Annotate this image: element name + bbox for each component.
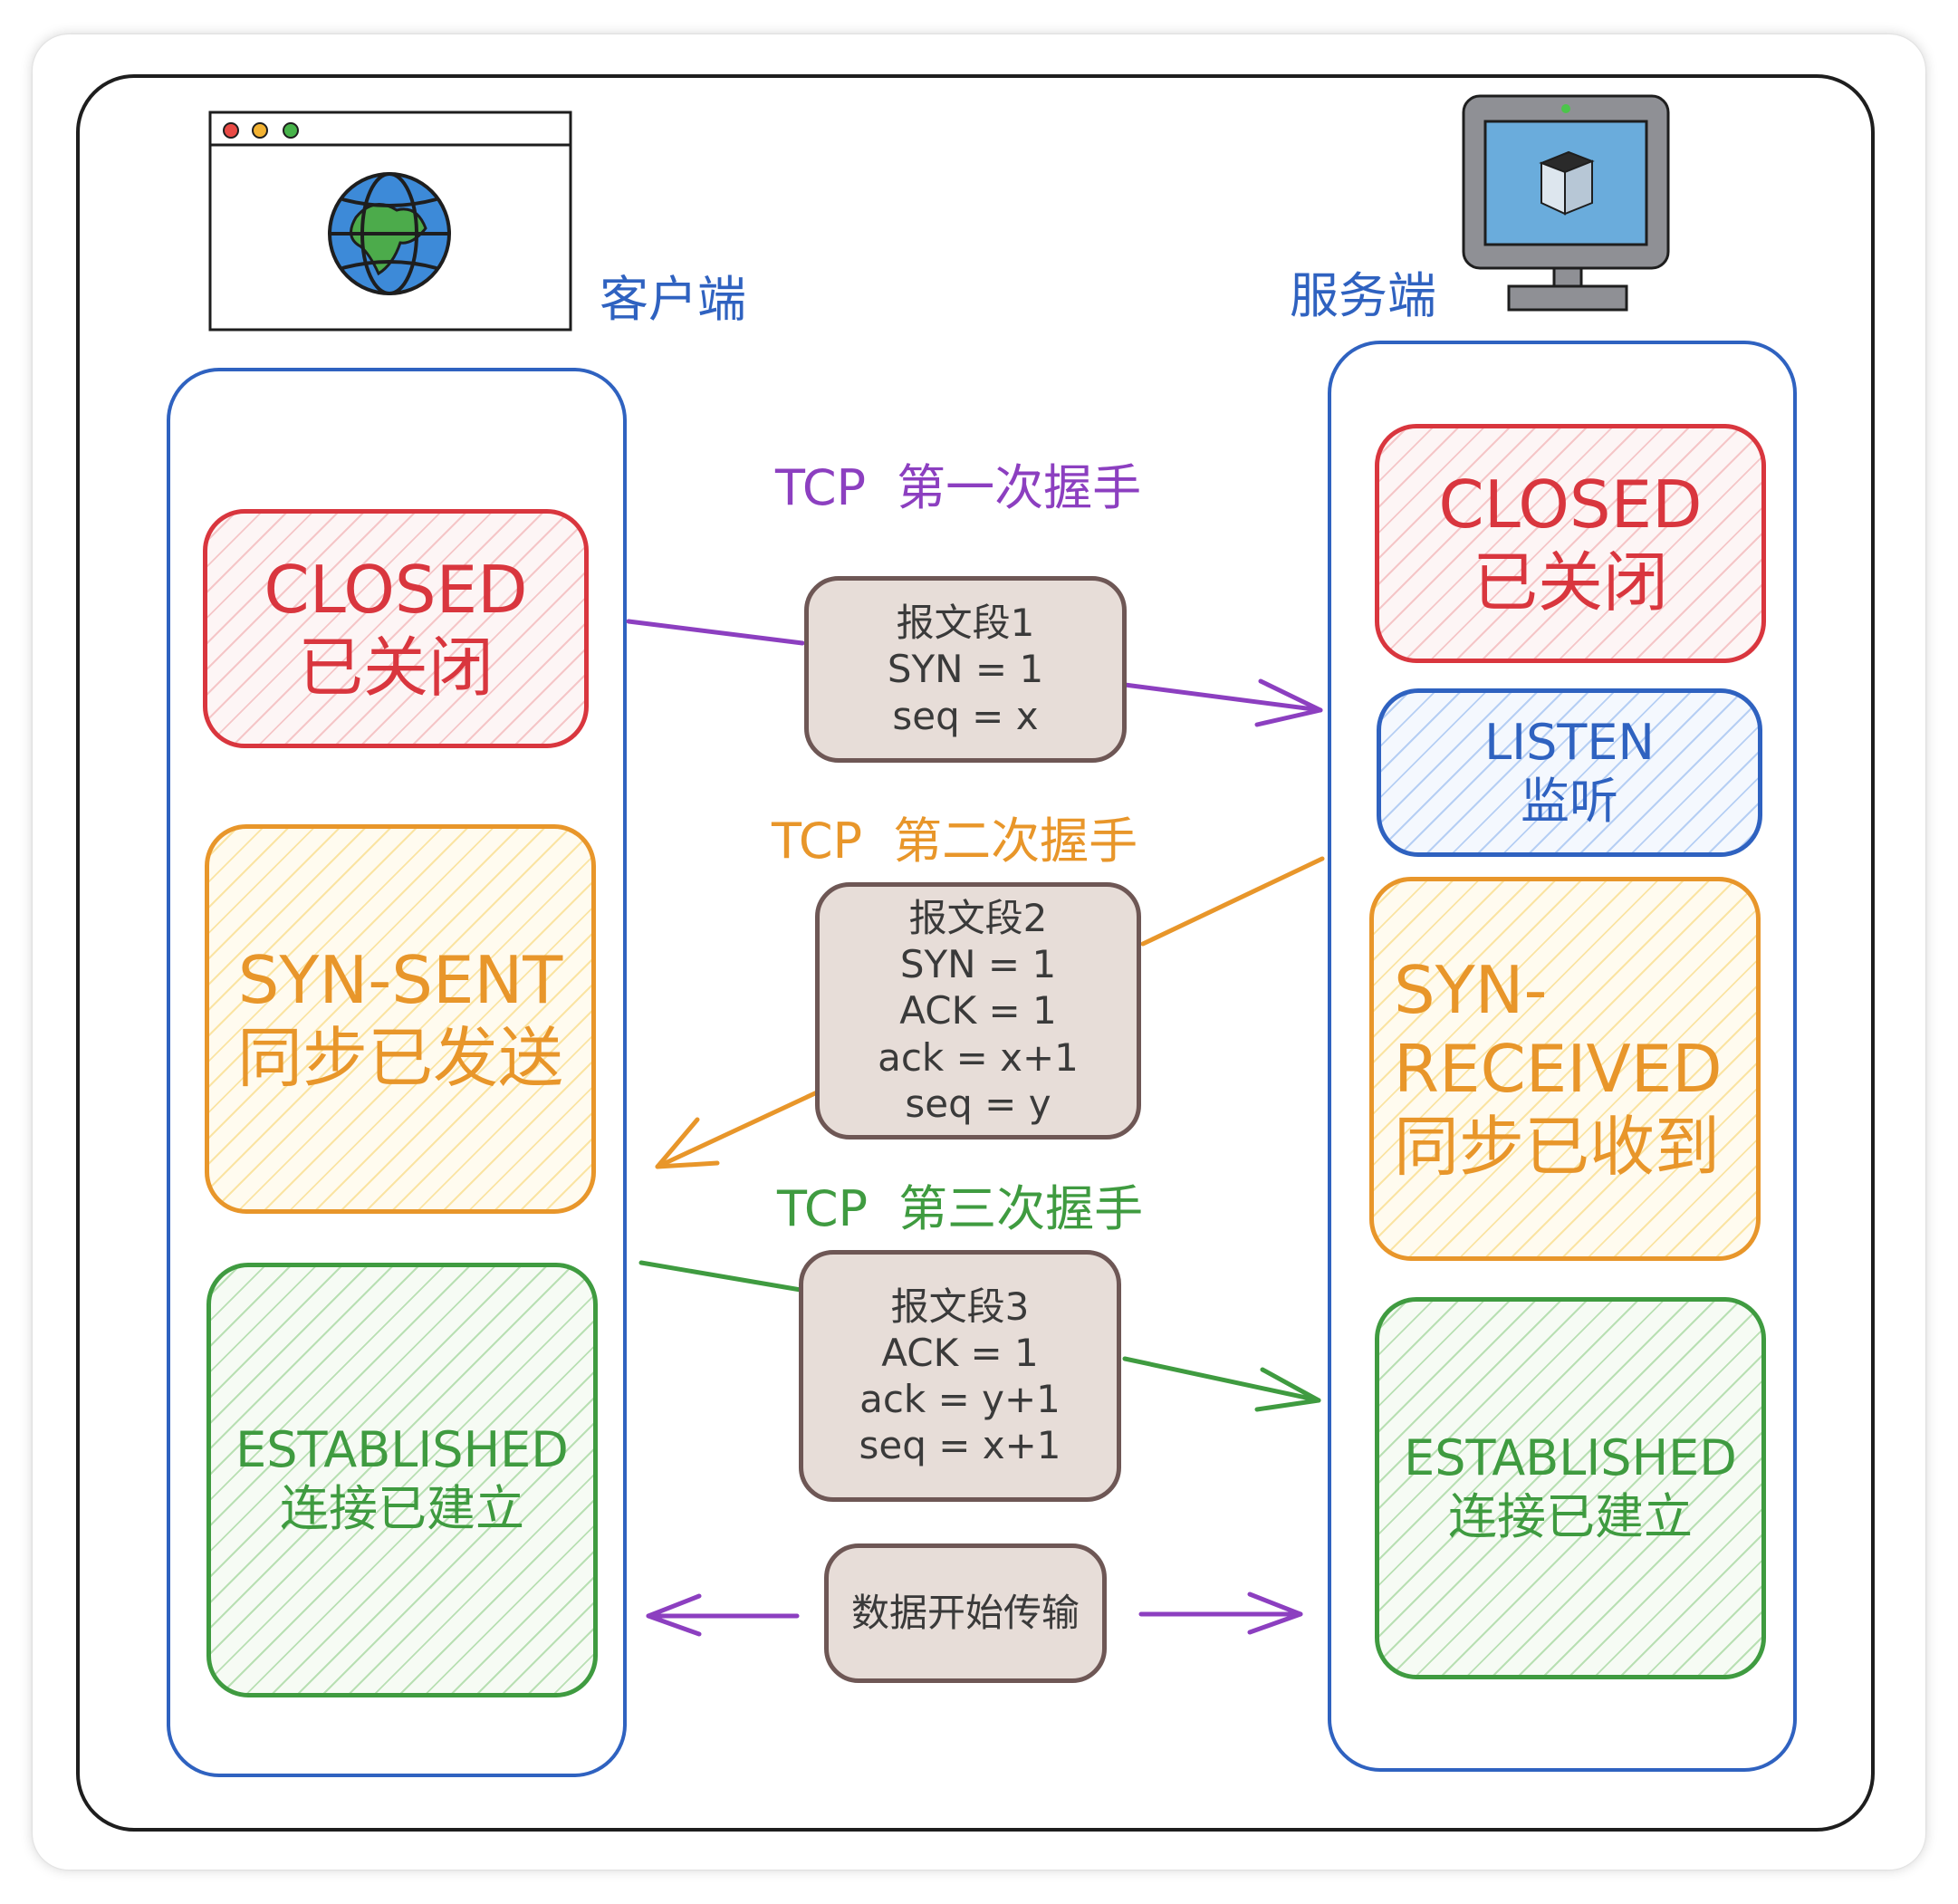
server-state-established: ESTABLISHED 连接已建立: [1375, 1297, 1766, 1679]
handshake-1-line-left: [626, 619, 805, 646]
segment-line: SYN = 1: [887, 647, 1044, 692]
handshake-1-line-right: [1122, 682, 1323, 713]
handshake-3-title: TCP 第三次握手: [777, 1168, 1143, 1240]
segment-3-box: 报文段3 ACK = 1 ack = y+1 seq = x+1: [799, 1250, 1121, 1502]
monitor-server-icon: [1462, 94, 1670, 312]
state-cn: 监听: [1521, 773, 1618, 830]
tcp-label: TCP: [772, 813, 863, 870]
client-state-syn-sent: SYN-SENT 同步已发送: [205, 824, 596, 1214]
server-state-closed: CLOSED 已关闭: [1375, 424, 1766, 663]
state-cn: 连接已建立: [1448, 1488, 1693, 1545]
state-cn: 连接已建立: [280, 1480, 524, 1537]
server-state-syn-received: SYN- RECEIVED 同步已收到: [1369, 877, 1761, 1261]
handshake-2-line-left: [655, 1090, 820, 1169]
handshake-3-line-right: [1122, 1356, 1321, 1403]
segment-line: SYN = 1: [899, 942, 1057, 987]
state-name: CLOSED: [1438, 466, 1703, 543]
handshake-2-title: TCP 第二次握手: [772, 801, 1137, 872]
server-label: 服务端: [1290, 267, 1436, 324]
state-cn: 同步已发送: [236, 1020, 563, 1096]
segment-1-box: 报文段1 SYN = 1 seq = x: [804, 576, 1127, 763]
diagram-frame: [76, 74, 1875, 1832]
segment-line: seq = x+1: [859, 1423, 1061, 1468]
handshake-2-arrowhead: [655, 1117, 720, 1169]
tcp-label: TCP: [775, 459, 867, 516]
segment-line: ACK = 1: [899, 988, 1057, 1034]
data-transfer-label: 数据开始传输: [850, 1591, 1080, 1636]
handshake-3-line-left: [638, 1260, 803, 1293]
state-cn: 同步已收到: [1394, 1109, 1721, 1186]
segment-line: 报文段2: [908, 895, 1048, 940]
segment-line: 报文段1: [896, 601, 1035, 646]
data-transfer-arrowhead-right: [1247, 1591, 1303, 1635]
segment-line: ACK = 1: [881, 1330, 1039, 1375]
state-name: ESTABLISHED: [235, 1421, 569, 1479]
handshake-label: 第二次握手: [893, 813, 1138, 870]
segment-line: ack = x+1: [878, 1034, 1079, 1080]
server-column: [1328, 341, 1797, 1772]
data-transfer-arrowhead-left: [646, 1593, 702, 1637]
handshake-label: 第三次握手: [898, 1180, 1144, 1237]
tcp-label: TCP: [777, 1180, 869, 1237]
browser-globe-icon: [208, 111, 572, 332]
client-state-established: ESTABLISHED 连接已建立: [206, 1263, 598, 1697]
state-name-line2: RECEIVED: [1394, 1030, 1723, 1107]
state-name: LISTEN: [1484, 714, 1655, 772]
data-transfer-box: 数据开始传输: [824, 1543, 1107, 1683]
segment-line: seq = y: [905, 1081, 1051, 1126]
segment-line: seq = x: [892, 693, 1039, 738]
state-name: CLOSED: [264, 551, 528, 628]
client-label: 客户端: [600, 271, 746, 328]
handshake-1-arrowhead: [1254, 678, 1323, 727]
handshake-1-title: TCP 第一次握手: [775, 447, 1141, 519]
handshake-label: 第一次握手: [897, 459, 1142, 516]
client-state-closed: CLOSED 已关闭: [203, 509, 589, 748]
state-cn: 已关闭: [1472, 544, 1668, 620]
segment-line: ack = y+1: [859, 1377, 1061, 1421]
handshake-3-arrowhead: [1254, 1367, 1321, 1412]
state-name: ESTABLISHED: [1404, 1429, 1737, 1487]
handshake-2-line-right: [1140, 856, 1325, 947]
state-name: SYN-SENT: [237, 941, 563, 1018]
client-column: [167, 368, 627, 1777]
segment-line: 报文段3: [890, 1284, 1030, 1329]
server-state-listen: LISTEN 监听: [1377, 688, 1762, 857]
state-name-line1: SYN-: [1394, 952, 1548, 1029]
segment-2-box: 报文段2 SYN = 1 ACK = 1 ack = x+1 seq = y: [815, 882, 1141, 1140]
state-cn: 已关闭: [297, 630, 494, 706]
